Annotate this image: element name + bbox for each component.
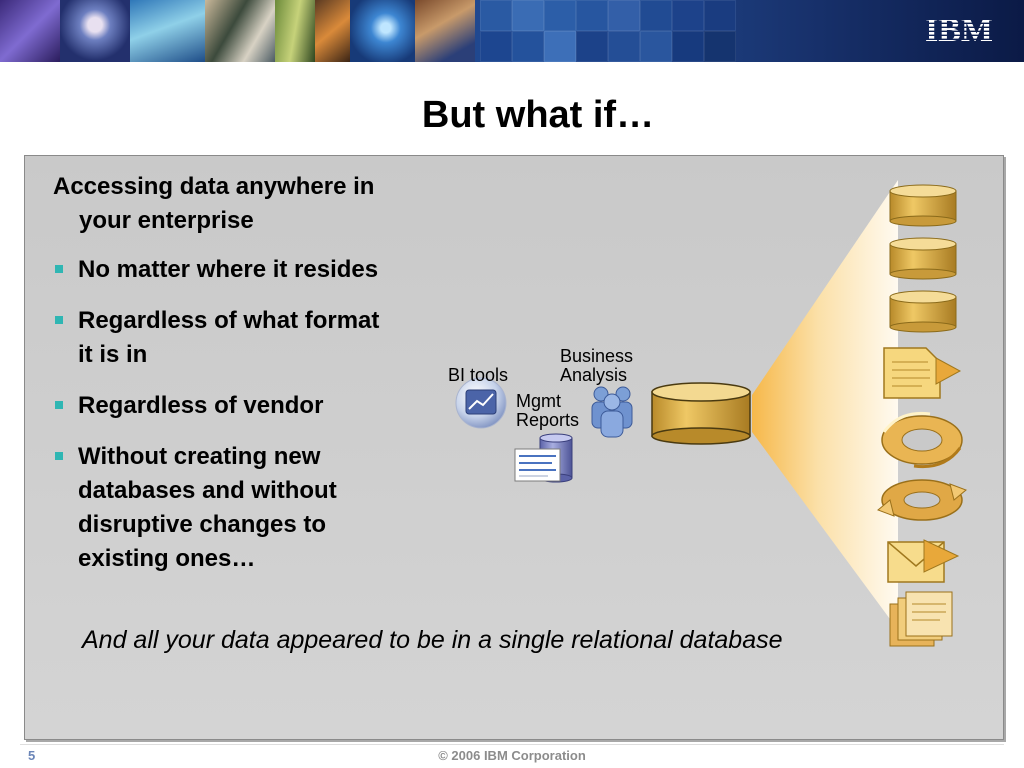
bullet-text: databases and without [78,477,337,504]
source-database-icon [889,184,957,227]
mgmt-reports-icon [514,433,573,483]
mail-source-icon [887,539,960,583]
lead-line-1: Accessing data anywhere in [53,173,375,200]
bullet-text: it is in [78,341,148,368]
bullet-square-icon [55,452,63,460]
business-analysis-people-icon [591,386,633,438]
bullet-item: Regardless of what format it is in [53,304,453,372]
bullet-list: No matter where it resides Regardless of… [53,253,453,593]
bullet-text: Without creating new [78,443,321,470]
banner-grid-tile [608,0,640,31]
banner-grid-tile [480,31,512,62]
banner-grid-tile [576,31,608,62]
source-database-icon [889,237,957,280]
banner-grid-tile [608,31,640,62]
bullet-text: existing ones… [78,545,256,572]
bullet-square-icon [55,265,63,273]
federated-database-icon [651,382,751,445]
business-analysis-label: Business Analysis [560,347,633,385]
ibm-logo: IBM [925,12,993,49]
lead-statement: Accessing data anywhere in your enterpri… [53,170,453,238]
slide-title: But what if… [421,94,655,136]
header-banner: IBM [0,0,1024,62]
banner-photo-8 [415,0,475,62]
page-number: 5 [28,748,36,763]
banner-photo-5 [275,0,315,62]
bi-tools-label: BI tools [448,365,509,385]
banner-photo-1 [0,0,60,62]
bi-tools-chart-icon [455,377,507,429]
sync-arrows-source-icon [877,479,967,521]
source-database-icon [889,290,957,333]
bullet-item: Regardless of vendor [53,389,453,423]
banner-grid-tile [576,0,608,31]
document-source-icon [883,347,962,399]
business-analysis-line-2: Analysis [560,365,628,385]
bullet-text: disruptive changes to [78,511,327,538]
ibm-logo-text: IBM [925,12,993,49]
tagline: And all your data appeared to be in a si… [82,626,783,654]
banner-grid-tile [704,31,736,62]
file-stack-source-icon [889,591,953,647]
business-analysis-line-1: Business [560,346,634,366]
bullet-item: Without creating new databases and witho… [53,440,453,576]
lead-line-2: your enterprise [79,207,254,234]
banner-photo-3 [130,0,205,62]
bullet-square-icon [55,316,63,324]
banner-photo-2 [60,0,130,62]
banner-grid-tile [512,0,544,31]
banner-photo-7 [350,0,415,62]
banner-grid-tile [640,31,672,62]
bullet-text: No matter where it resides [78,256,379,283]
mgmt-reports-line-1: Mgmt [516,391,561,411]
banner-grid-tile [672,0,704,31]
bullet-text: Regardless of what format [78,307,380,334]
web-services-source-icon [881,411,963,469]
federation-beam [752,180,898,630]
banner-grid-tile [544,31,576,62]
bullet-square-icon [55,401,63,409]
banner-grid-tile [544,0,576,31]
banner-photo-4 [205,0,275,62]
copyright-notice: © 2006 IBM Corporation [438,748,586,763]
banner-grid-tile [512,31,544,62]
banner-photo-6 [315,0,350,62]
mgmt-reports-label: Mgmt Reports [516,392,579,430]
footer-divider [20,744,1004,745]
banner-grid-tile [480,0,512,31]
bullet-item: No matter where it resides [53,253,453,287]
banner-grid-tile [704,0,736,31]
banner-grid-tile [672,31,704,62]
mgmt-reports-line-2: Reports [516,410,580,430]
bullet-text: Regardless of vendor [78,392,324,419]
banner-grid-tile [640,0,672,31]
